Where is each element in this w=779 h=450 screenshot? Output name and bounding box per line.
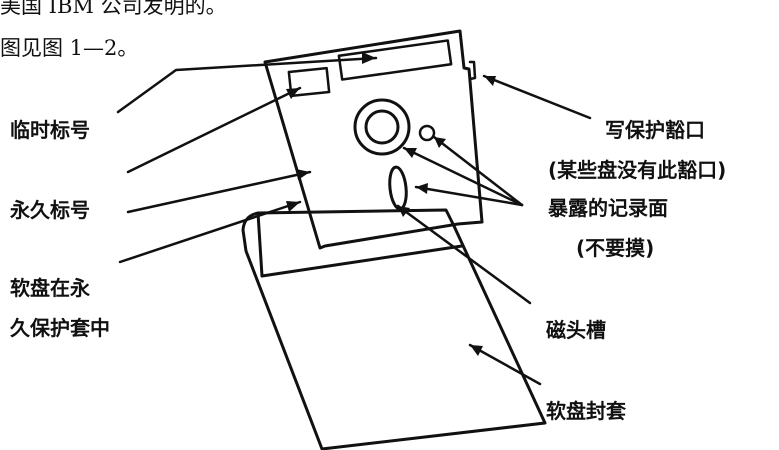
leader-envelope [468,343,542,386]
label-head-slot: 磁头槽 [546,318,606,342]
index-hole [418,124,436,142]
head-slot [388,165,408,211]
leader-head-slot [396,204,532,305]
leader-header [116,56,378,114]
arrowhead-permanent-label [296,169,310,180]
arrowhead-envelope [470,345,483,356]
write-protect-notch [468,60,477,81]
label-temporary: 临时标号 [10,118,90,142]
label-exposed-surface: 暴露的记录面 [548,196,668,220]
arrowhead-exposed-2 [434,137,446,148]
envelope-rim [256,211,464,278]
header-line-2: 图见图 1—2。 [0,36,139,60]
label-write-protect-note: (某些盘没有此豁口) [548,158,727,182]
arrowhead-write-protect [484,76,496,86]
arrowhead-head-slot [398,206,410,217]
temporary-label-box [287,66,331,98]
label-write-protect: 写保护豁口 [605,118,705,142]
hub-inner [364,109,400,145]
leader-exposed-2 [432,135,524,207]
leader-temporary-label [126,86,302,174]
arrowhead-temporary-label [286,88,300,99]
disk-jacket-outline [263,29,484,250]
label-permanent: 永久标号 [10,198,90,222]
envelope-outline [241,208,547,450]
arrowhead-disk-jacket [286,201,300,212]
leader-permanent-label [126,170,312,214]
leader-disk-jacket [118,200,302,264]
permanent-label-strip [337,39,453,81]
label-disk-in-sleeve-2: 久保护套中 [10,316,110,340]
arrowhead-exposed-1 [404,148,417,158]
leader-write-protect [482,74,592,120]
label-exposed-note: (不要摸) [576,236,655,260]
label-disk-in-sleeve-1: 软盘在永 [10,276,90,300]
leader-exposed-3 [414,185,524,207]
arrowhead-exposed-3 [416,183,428,194]
hub-outer [353,98,411,156]
header-line-1: 美国 IBM 公司发明的。 [0,0,227,18]
leader-exposed-1 [402,146,524,207]
label-envelope: 软盘封套 [546,399,626,423]
arrowhead-header [362,52,376,64]
